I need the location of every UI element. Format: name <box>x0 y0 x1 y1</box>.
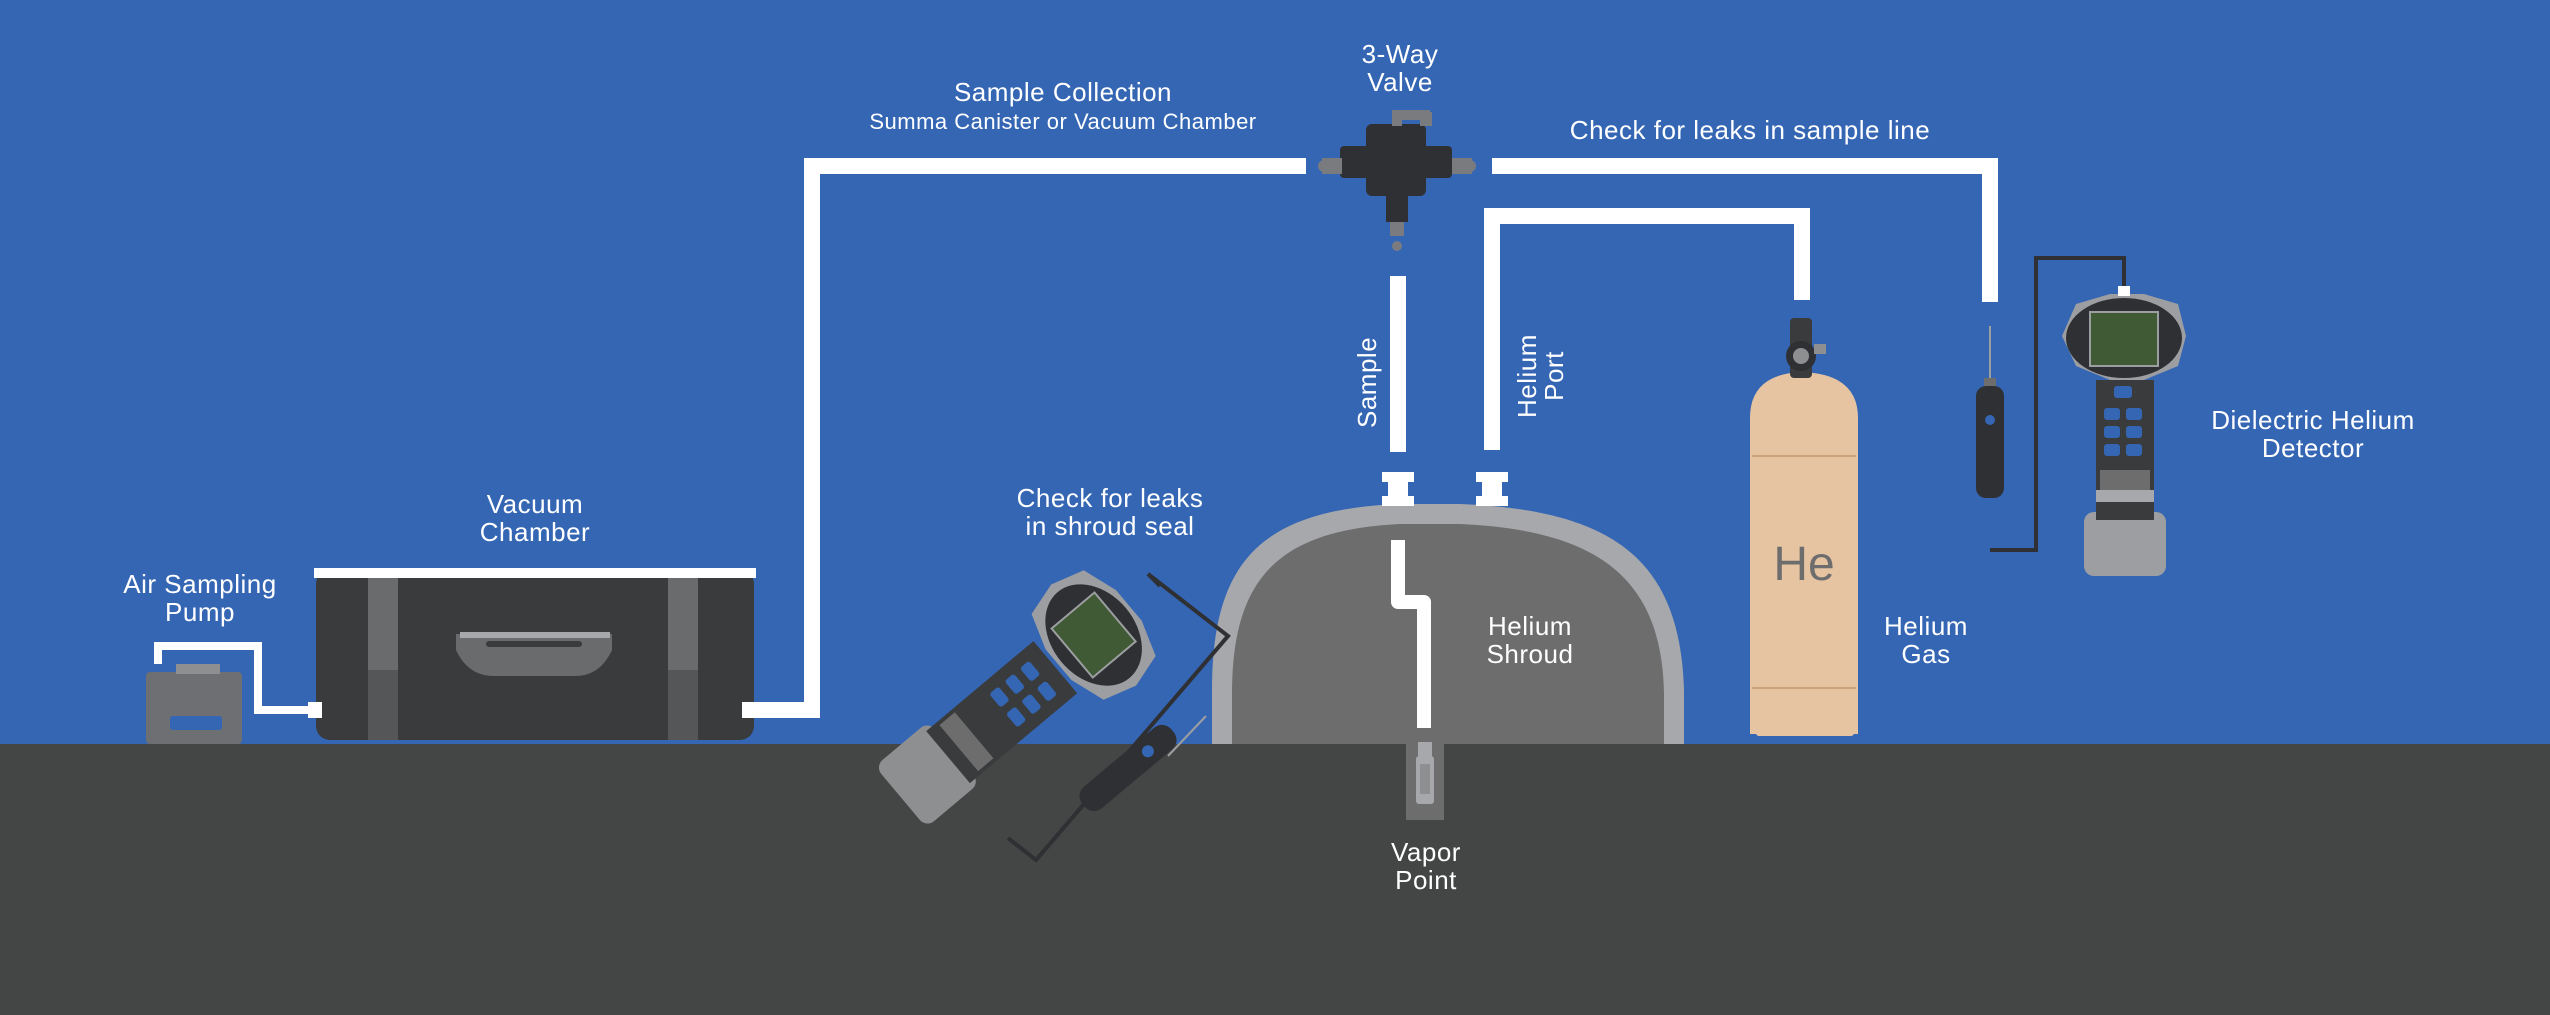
check-leaks-line-label: Check for leaks in sample line <box>1510 116 1990 144</box>
sample-line-pipe <box>1492 158 1998 302</box>
vapor-point-line1: Vapor <box>1391 837 1461 867</box>
helium-gas-line1: Helium <box>1884 611 1968 641</box>
helium-gas-line2: Gas <box>1901 639 1951 670</box>
helium-port-pipe <box>1484 208 1810 450</box>
helium-port-line1: Helium <box>1512 334 1542 418</box>
ground <box>0 744 2550 1015</box>
air-pump-line2: Pump <box>165 597 235 628</box>
helium-tank-icon <box>1750 318 1858 736</box>
sample-pipe-label: Sample <box>1352 336 1382 428</box>
check-shroud-line1: Check for leaks <box>1016 483 1204 513</box>
vacuum-chamber-icon <box>308 568 756 740</box>
vacuum-chamber-line1: Vacuum <box>486 489 584 519</box>
three-way-valve-line2: Valve <box>1367 67 1433 98</box>
detector-line1: Dielectric Helium <box>2211 405 2415 435</box>
vapor-point-label: Vapor Point <box>1336 838 1516 894</box>
helium-port-label: Helium Port <box>1512 334 1570 418</box>
helium-shroud-line1: Helium <box>1488 611 1572 641</box>
three-way-valve-icon <box>1318 110 1476 251</box>
air-pump-icon <box>146 664 242 744</box>
check-leaks-line-text: Check for leaks in sample line <box>1569 115 1931 145</box>
air-pump-line1: Air Sampling <box>123 569 277 599</box>
sample-collection-pipe <box>748 158 1306 718</box>
check-shroud-line2: in shroud seal <box>1025 511 1195 542</box>
helium-port-line2: Port <box>1539 351 1570 401</box>
detector-label: Dielectric Helium Detector <box>2150 406 2476 462</box>
vacuum-chamber-line2: Chamber <box>479 517 591 548</box>
sample-collection-subtitle: Summa Canister or Vacuum Chamber <box>869 109 1257 135</box>
helium-shroud-label: Helium Shroud <box>1440 612 1620 668</box>
helium-shroud-icon <box>1212 472 1684 744</box>
air-pump-label: Air Sampling Pump <box>90 570 310 626</box>
sample-pipe-text: Sample <box>1352 336 1382 428</box>
sample-collection-title: Sample Collection <box>953 77 1173 107</box>
three-way-valve-label: 3-Way Valve <box>1300 40 1500 96</box>
vapor-point-icon <box>1406 742 1444 820</box>
tank-symbol: He <box>1773 538 1834 591</box>
detector-line2: Detector <box>2261 433 2365 464</box>
helium-gas-label: Helium Gas <box>1836 612 2016 668</box>
sample-collection-label: Sample Collection Summa Canister or Vacu… <box>808 78 1318 134</box>
three-way-valve-line1: 3-Way <box>1361 39 1439 69</box>
pump-to-chamber-pipe <box>154 642 316 714</box>
vacuum-chamber-label: Vacuum Chamber <box>430 490 640 546</box>
check-shroud-label: Check for leaks in shroud seal <box>960 484 1260 540</box>
vapor-point-line2: Point <box>1395 865 1457 896</box>
detector-probe-icon <box>1976 326 2004 498</box>
helium-shroud-line2: Shroud <box>1486 639 1574 670</box>
shroud-leak-detector-icon <box>878 570 1231 863</box>
pipes <box>154 158 1998 718</box>
helium-detector-icon <box>1990 256 2186 576</box>
